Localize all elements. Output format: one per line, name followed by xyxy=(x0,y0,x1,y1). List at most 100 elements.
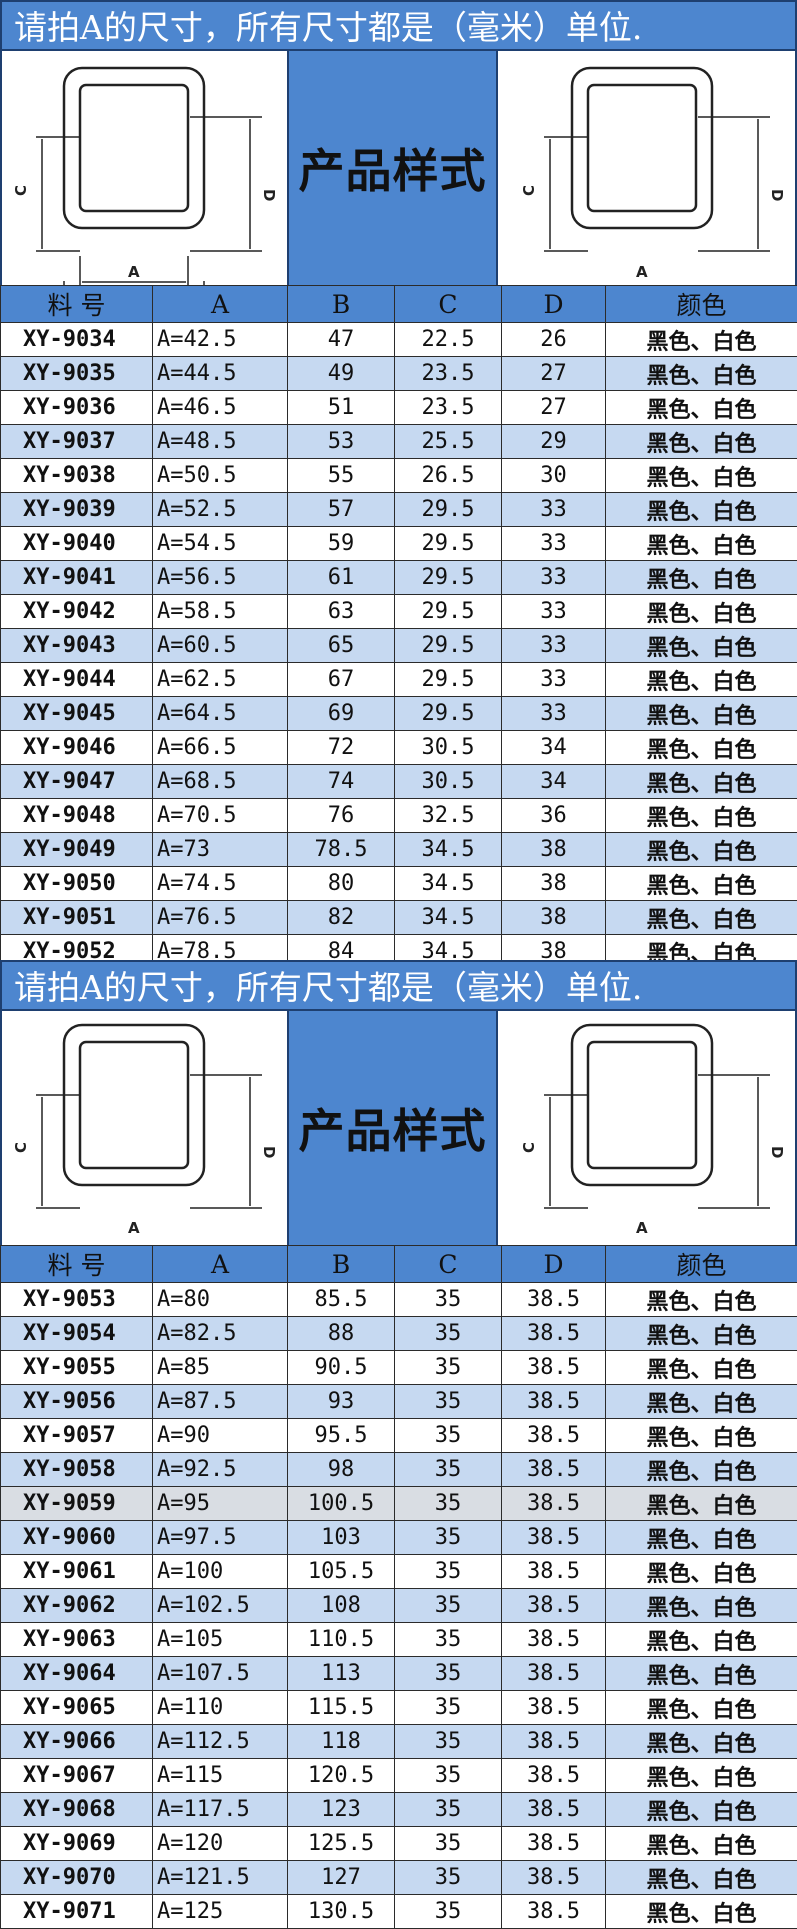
cell-c: 35 xyxy=(395,1793,502,1827)
cell-c: 35 xyxy=(395,1657,502,1691)
cell-color: 黑色、白色 xyxy=(606,527,797,561)
column-header-c: C xyxy=(395,1246,502,1283)
cell-color: 黑色、白色 xyxy=(606,799,797,833)
cell-a: A=64.5 xyxy=(153,697,288,731)
cell-code: XY-9034 xyxy=(1,323,153,357)
cell-d: 38.5 xyxy=(502,1487,606,1521)
cell-color: 黑色、白色 xyxy=(606,1827,797,1861)
cell-color: 黑色、白色 xyxy=(606,561,797,595)
cell-b: 98 xyxy=(288,1453,395,1487)
cell-code: XY-9056 xyxy=(1,1385,153,1419)
cell-c: 22.5 xyxy=(395,323,502,357)
cell-color: 黑色、白色 xyxy=(606,833,797,867)
cell-b: 100.5 xyxy=(288,1487,395,1521)
cell-b: 61 xyxy=(288,561,395,595)
column-header-color: 颜色 xyxy=(606,1246,797,1283)
cell-color: 黑色、白色 xyxy=(606,357,797,391)
cell-code: XY-9037 xyxy=(1,425,153,459)
cell-c: 35 xyxy=(395,1861,502,1895)
cell-a: A=52.5 xyxy=(153,493,288,527)
cell-code: XY-9059 xyxy=(1,1487,153,1521)
cell-d: 38.5 xyxy=(502,1385,606,1419)
cell-a: A=85 xyxy=(153,1351,288,1385)
cell-color: 黑色、白色 xyxy=(606,1895,797,1929)
cell-c: 34.5 xyxy=(395,901,502,935)
cell-b: 110.5 xyxy=(288,1623,395,1657)
cell-color: 黑色、白色 xyxy=(606,1691,797,1725)
cell-code: XY-9057 xyxy=(1,1419,153,1453)
cell-a: A=117.5 xyxy=(153,1793,288,1827)
cell-a: A=105 xyxy=(153,1623,288,1657)
cell-code: XY-9049 xyxy=(1,833,153,867)
cell-c: 29.5 xyxy=(395,527,502,561)
cell-d: 38.5 xyxy=(502,1895,606,1929)
cell-c: 30.5 xyxy=(395,731,502,765)
cell-b: 95.5 xyxy=(288,1419,395,1453)
cell-color: 黑色、白色 xyxy=(606,1657,797,1691)
cell-d: 33 xyxy=(502,595,606,629)
cell-code: XY-9061 xyxy=(1,1555,153,1589)
cell-c: 34.5 xyxy=(395,867,502,901)
cell-code: XY-9050 xyxy=(1,867,153,901)
cell-a: A=58.5 xyxy=(153,595,288,629)
cell-c: 35 xyxy=(395,1759,502,1793)
dimension-c-label: C xyxy=(520,185,538,196)
cell-a: A=120 xyxy=(153,1827,288,1861)
cell-a: A=125 xyxy=(153,1895,288,1929)
cell-b: 108 xyxy=(288,1589,395,1623)
cell-b: 51 xyxy=(288,391,395,425)
cell-b: 65 xyxy=(288,629,395,663)
cell-code: XY-9058 xyxy=(1,1453,153,1487)
cell-color: 黑色、白色 xyxy=(606,459,797,493)
cell-code: XY-9068 xyxy=(1,1793,153,1827)
cell-c: 35 xyxy=(395,1453,502,1487)
cell-color: 黑色、白色 xyxy=(606,765,797,799)
cell-b: 93 xyxy=(288,1385,395,1419)
spec-section-1: 请拍A的尺寸，所有尺寸都是（毫米）单位. xyxy=(0,0,797,969)
cell-c: 29.5 xyxy=(395,629,502,663)
cell-a: A=95 xyxy=(153,1487,288,1521)
cell-a: A=60.5 xyxy=(153,629,288,663)
cell-code: XY-9053 xyxy=(1,1283,153,1317)
cell-code: XY-9045 xyxy=(1,697,153,731)
dimension-c-label: C xyxy=(520,1142,538,1153)
cell-b: 59 xyxy=(288,527,395,561)
cell-a: A=74.5 xyxy=(153,867,288,901)
cell-b: 120.5 xyxy=(288,1759,395,1793)
cell-a: A=73 xyxy=(153,833,288,867)
cell-d: 38 xyxy=(502,867,606,901)
cell-color: 黑色、白色 xyxy=(606,1453,797,1487)
cell-b: 72 xyxy=(288,731,395,765)
cell-code: XY-9039 xyxy=(1,493,153,527)
cell-code: XY-9036 xyxy=(1,391,153,425)
product-style-label: 产品样式 xyxy=(287,51,497,285)
cell-code: XY-9042 xyxy=(1,595,153,629)
cell-color: 黑色、白色 xyxy=(606,629,797,663)
cell-code: XY-9067 xyxy=(1,1759,153,1793)
cell-color: 黑色、白色 xyxy=(606,391,797,425)
cell-color: 黑色、白色 xyxy=(606,595,797,629)
cell-d: 38.5 xyxy=(502,1589,606,1623)
cell-c: 35 xyxy=(395,1487,502,1521)
cell-b: 53 xyxy=(288,425,395,459)
cell-d: 38.5 xyxy=(502,1283,606,1317)
buckle-shape-icon: C D A xyxy=(498,51,794,285)
cell-code: XY-9066 xyxy=(1,1725,153,1759)
cell-code: XY-9069 xyxy=(1,1827,153,1861)
cell-c: 35 xyxy=(395,1419,502,1453)
cell-color: 黑色、白色 xyxy=(606,1623,797,1657)
dimension-c-label: C xyxy=(12,185,30,196)
cell-a: A=42.5 xyxy=(153,323,288,357)
cell-a: A=56.5 xyxy=(153,561,288,595)
